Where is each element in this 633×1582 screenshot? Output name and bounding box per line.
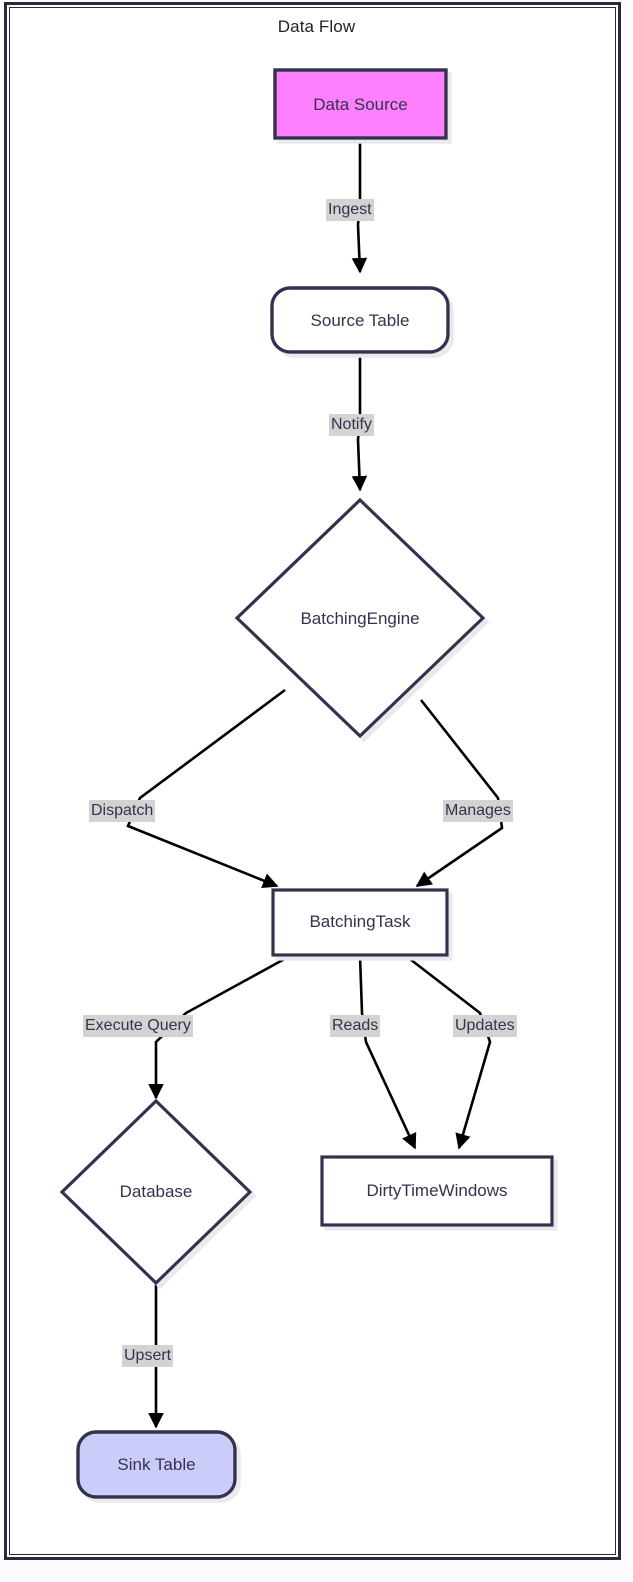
edge-label-upsert: Upsert: [122, 1345, 174, 1367]
diagram-inner-frame: [9, 7, 616, 1555]
edge-label-notify: Notify: [329, 414, 374, 436]
node-database[interactable]: [59, 1098, 253, 1286]
diagram-title: Data Flow: [277, 17, 356, 36]
edge-label-dispatch: Dispatch: [89, 800, 156, 822]
edge-label-updates: Updates: [453, 1015, 517, 1037]
node-batching-engine[interactable]: [234, 497, 486, 739]
node-sink-table[interactable]: [76, 1430, 237, 1499]
edge-label-execute-query: Execute Query: [83, 1015, 193, 1037]
edge-label-manages: Manages: [443, 800, 513, 822]
node-data-source[interactable]: [273, 68, 448, 140]
edge-label-ingest: Ingest: [326, 199, 374, 221]
node-batching-task[interactable]: [271, 888, 449, 957]
edge-updates: [405, 954, 492, 1150]
edge-manages: [415, 699, 504, 888]
edge-label-reads: Reads: [330, 1015, 381, 1037]
node-source-table[interactable]: [270, 286, 450, 354]
edge-reads: [358, 955, 417, 1150]
node-dirty-time-windows[interactable]: [320, 1155, 554, 1227]
edge-dispatch: [126, 688, 286, 888]
